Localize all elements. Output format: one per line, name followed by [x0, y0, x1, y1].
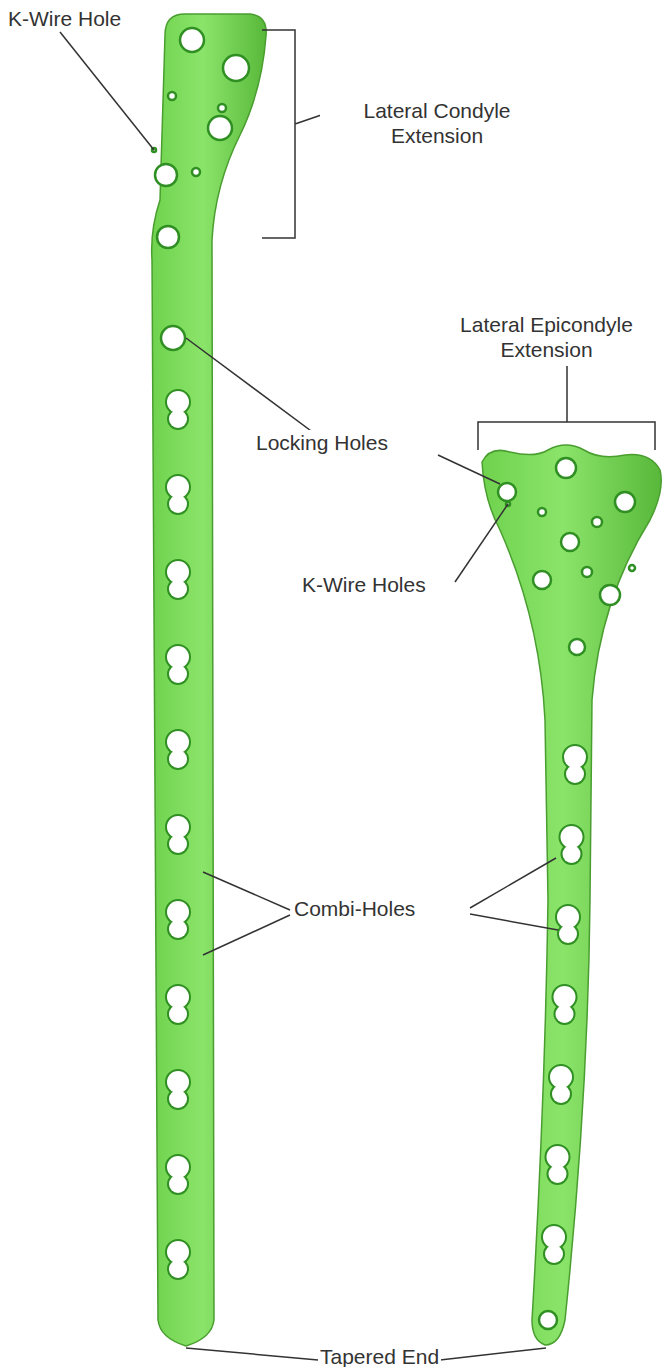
part-label: Combi-Holes — [292, 896, 417, 921]
plate-hole — [539, 1311, 557, 1329]
plate-hole — [556, 458, 576, 478]
combi-hole — [543, 1226, 565, 1263]
plate-hole — [180, 28, 204, 52]
part-label: Tapered End — [318, 1344, 441, 1367]
plate-hole — [223, 55, 249, 81]
combi-hole — [167, 646, 189, 683]
plate-hole — [569, 639, 585, 655]
combi-hole — [167, 1156, 189, 1193]
leader-lines — [60, 30, 655, 1360]
part-label: K-Wire Holes — [300, 572, 428, 597]
part-label: K-Wire Hole — [6, 6, 123, 31]
condyle-plate — [152, 14, 267, 1346]
plate-hole — [629, 565, 635, 571]
plate-hole — [208, 116, 232, 140]
part-label: Lateral Condyle Extension — [320, 98, 554, 148]
plate-hole — [592, 517, 602, 527]
combi-hole — [167, 476, 189, 513]
plate-hole — [161, 326, 185, 350]
plate-hole — [168, 92, 176, 100]
plate-hole — [192, 168, 200, 176]
plate-holes — [152, 28, 635, 1329]
plate-hole — [582, 567, 592, 577]
epicondyle-plate — [482, 445, 661, 1345]
plate-hole — [561, 533, 579, 551]
combi-hole — [167, 1071, 189, 1108]
combi-hole — [167, 816, 189, 853]
combi-hole — [550, 1066, 572, 1103]
combi-hole — [167, 1241, 189, 1278]
combi-hole — [561, 826, 583, 863]
plate-hole — [218, 104, 226, 112]
plate-hole — [155, 164, 177, 186]
plate-hole — [615, 492, 635, 512]
combi-hole — [167, 901, 189, 938]
plate-hole — [157, 226, 179, 248]
plate-hole — [600, 585, 620, 605]
combi-hole — [557, 906, 579, 943]
combi-hole — [554, 986, 576, 1023]
plate-hole — [498, 483, 516, 501]
combi-hole — [547, 1146, 569, 1183]
combi-hole — [167, 731, 189, 768]
part-label: Lateral Epicondyle Extension — [427, 312, 666, 362]
plate-hole — [533, 571, 551, 589]
combi-hole — [167, 391, 189, 428]
combi-hole — [167, 986, 189, 1023]
plate-hole — [538, 508, 546, 516]
combi-hole — [167, 561, 189, 598]
part-label: Locking Holes — [254, 430, 390, 455]
combi-hole — [564, 746, 586, 783]
